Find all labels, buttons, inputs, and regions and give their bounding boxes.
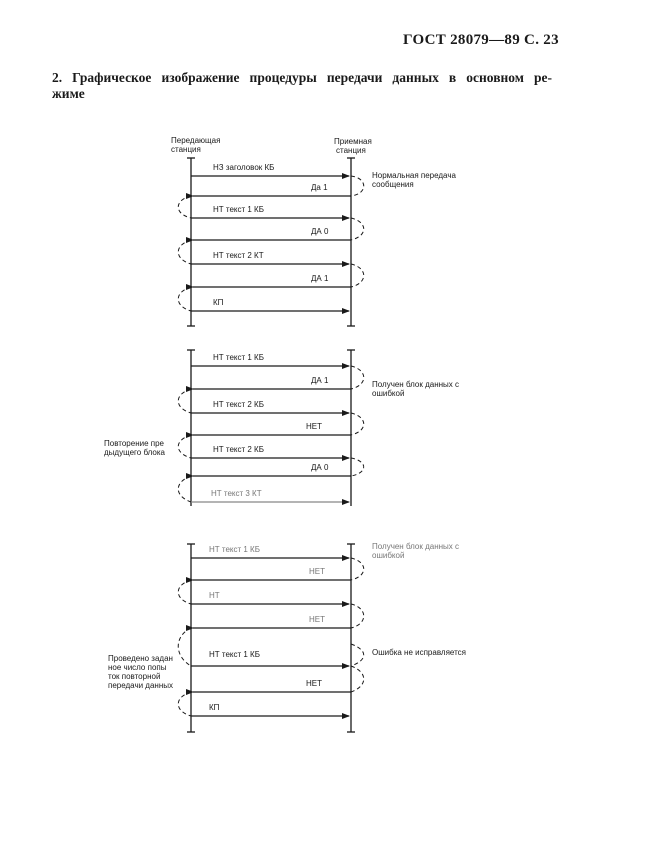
message-label: ДА 1 — [311, 376, 329, 385]
message-label: НТ текст 1 КБ — [209, 545, 260, 554]
message-label: НЕТ — [309, 567, 325, 576]
section-title-line-2: жиме — [52, 86, 85, 101]
annotation-note: ошибкой — [372, 389, 405, 398]
message-label: КП — [209, 703, 220, 712]
annotation-note: передачи данных — [108, 681, 174, 690]
annotation-note: Проведено задан — [108, 654, 173, 663]
annotation-note: Нормальная передача — [372, 171, 456, 180]
message-label: ДА 1 — [311, 274, 329, 283]
message-label: НТ текст 1 КБ — [209, 650, 260, 659]
annotation-note: Ошибка не исправляется — [372, 648, 466, 657]
section-title: 2. Графическое изображение процедуры пер… — [52, 70, 552, 102]
message-label: ДА 0 — [311, 463, 329, 472]
receiving-station-label-line-1: Приемная — [334, 137, 372, 146]
message-label: НТ — [209, 591, 220, 600]
annotation-note: ное число попы — [108, 663, 167, 672]
annotation-note: дыдущего блока — [104, 448, 165, 457]
message-label: НЕТ — [309, 615, 325, 624]
document-reference: ГОСТ 28079—89 С. 23 — [403, 32, 559, 48]
message-label: ДА 0 — [311, 227, 329, 236]
annotation-note: ток повторной — [108, 672, 161, 681]
receiving-station-label-line-2: станция — [336, 146, 366, 155]
annotation-note: Повторение пре — [104, 439, 164, 448]
message-label: Да 1 — [311, 183, 328, 192]
annotation-note: ошибкой — [372, 551, 405, 560]
message-label: НЗ заголовок КБ — [213, 163, 275, 172]
message-label: КП — [213, 298, 224, 307]
message-label: НТ текст 2 КБ — [213, 445, 264, 454]
message-label: НЕТ — [306, 422, 322, 431]
section-title-line-1: 2. Графическое изображение процедуры пер… — [52, 70, 552, 85]
annotation-note: Получен блок данных с — [372, 542, 460, 551]
message-label: НТ текст 2 КБ — [213, 400, 264, 409]
sending-station-label-line-2: станция — [171, 145, 201, 154]
message-label: НЕТ — [306, 679, 322, 688]
sending-station-label-line-1: Передающая — [171, 136, 221, 145]
message-label: НТ текст 1 КБ — [213, 205, 264, 214]
message-label: НТ текст 2 КТ — [213, 251, 264, 260]
message-label: НТ текст 1 КБ — [213, 353, 264, 362]
message-label: НТ текст 3 КТ — [211, 489, 262, 498]
annotation-note: сообщения — [372, 180, 414, 189]
annotation-note: Получен блок данных с — [372, 380, 460, 389]
